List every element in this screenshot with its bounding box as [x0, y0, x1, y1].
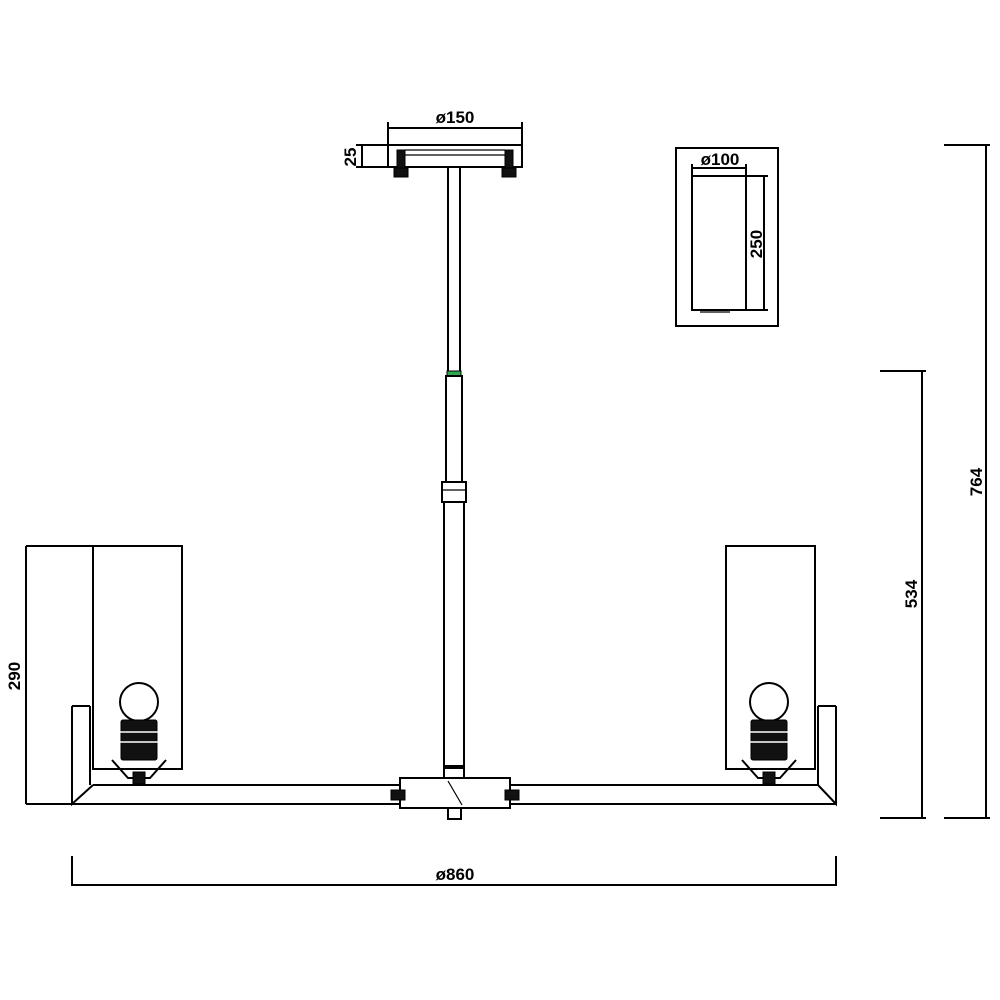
- right-glass-shade: [725, 545, 816, 770]
- central-hub: [390, 777, 520, 820]
- horizontal-arms: [93, 784, 818, 805]
- min-height-dimension: 534: [880, 370, 926, 819]
- overall-height-dimension: 764: [944, 144, 990, 819]
- suspension-rod: [441, 167, 467, 779]
- shade-height-label: 250: [747, 230, 766, 258]
- right-bulb: [741, 682, 797, 785]
- canopy-diameter-label: ø150: [436, 108, 475, 127]
- overall-height-label: 764: [967, 467, 986, 496]
- arm-shade-height-label: 290: [5, 662, 24, 690]
- arm-shade-height-dimension: 290: [5, 545, 93, 805]
- shade-diameter-dimension: ø100: [691, 150, 747, 176]
- canopy-diameter-dimension: ø150: [387, 108, 523, 145]
- overall-diameter-dimension: ø860: [71, 856, 837, 886]
- left-arm-end: [71, 705, 94, 807]
- min-height-label: 534: [902, 579, 921, 608]
- left-glass-shade: [92, 545, 183, 770]
- left-bulb: [111, 682, 167, 785]
- shade-height-dimension: 250: [746, 175, 768, 311]
- right-arm-end: [817, 705, 837, 807]
- canopy-height-dimension: 25: [341, 144, 388, 168]
- shade-diameter-label: ø100: [701, 150, 740, 169]
- shade-detail-box: [675, 147, 779, 327]
- canopy-height-label: 25: [341, 148, 360, 167]
- ceiling-canopy: [387, 144, 523, 178]
- overall-diameter-label: ø860: [436, 865, 475, 884]
